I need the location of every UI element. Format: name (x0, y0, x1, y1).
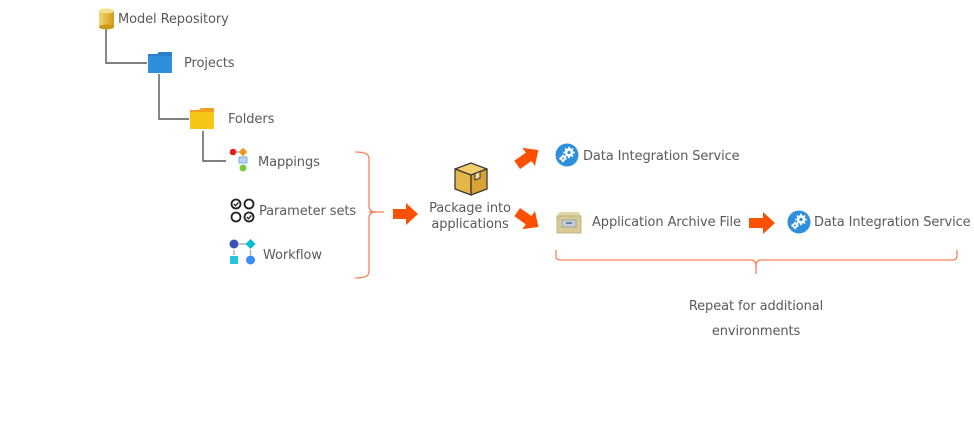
direct-service-label: Data Integration Service (583, 149, 740, 164)
arrow-to-archive (514, 208, 539, 230)
package-label: Package into applications (420, 201, 520, 233)
objects-brace (354, 151, 377, 279)
database-icon (98, 8, 116, 34)
repeat-note: Repeat for additional environments (656, 294, 856, 344)
parameter-sets-icon (230, 198, 256, 228)
gears-service-icon (555, 143, 579, 171)
connector-repository-projects (105, 29, 147, 64)
arrow-to-service (514, 147, 539, 169)
connector-projects-folders (158, 74, 189, 120)
arrow-to-package (393, 203, 418, 225)
repeat-note-line1: Repeat for additional (688, 299, 824, 314)
yellow-folder-icon (189, 108, 215, 134)
repeat-brace (555, 250, 958, 274)
mapping-icon (228, 147, 250, 177)
gears-service-icon (787, 210, 811, 238)
connector-folders-objects (202, 131, 226, 162)
package-box-icon (453, 162, 489, 200)
mappings-label: Mappings (258, 155, 320, 170)
parameter-sets-label: Parameter sets (259, 204, 357, 219)
model-repository-label: Model Repository (118, 12, 229, 27)
archive-label: Application Archive File (592, 215, 741, 230)
workflow-label: Workflow (263, 248, 322, 263)
workflow-icon (229, 239, 259, 271)
repeat-note-line2: environments (711, 324, 801, 339)
archive-service-label: Data Integration Service (814, 215, 971, 230)
arrow-archive-to-service (749, 212, 775, 234)
archive-cabinet-icon (556, 208, 582, 238)
package-label-line2: applications (431, 217, 509, 232)
package-label-line1: Package into (429, 201, 511, 216)
blue-folder-icon (147, 51, 173, 78)
projects-label: Projects (184, 56, 235, 71)
folders-label: Folders (228, 112, 275, 127)
